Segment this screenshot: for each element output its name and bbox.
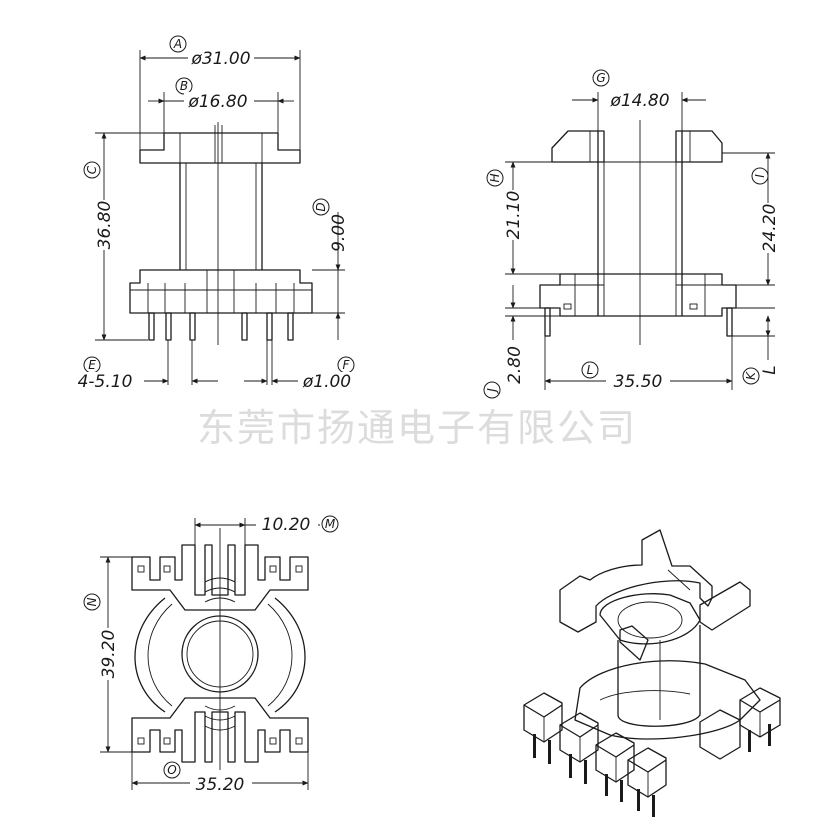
dim-tag-i: I bbox=[753, 174, 767, 178]
front-view: A ø31.00 B ø16.80 36.80 C 9.00 D bbox=[70, 35, 356, 392]
dim-tag-c: C bbox=[85, 165, 99, 174]
dim-tag-o: O bbox=[167, 763, 176, 777]
dim-tag-k: K bbox=[744, 371, 758, 380]
dim-tag-l: L bbox=[587, 363, 594, 377]
dim-c-value: 36.80 bbox=[95, 201, 115, 250]
dim-f-value: ø1.00 bbox=[302, 372, 351, 392]
watermark-text: 东莞市扬通电子有限公司 bbox=[197, 406, 637, 450]
dim-e-value: 4-5.10 bbox=[78, 372, 133, 392]
dim-tag-a: A bbox=[173, 37, 182, 51]
dim-m-value: 10.20 bbox=[262, 515, 311, 535]
dim-tag-j: J bbox=[485, 388, 499, 394]
dim-n-value: 39.20 bbox=[99, 630, 119, 679]
dim-j-value: 2.80 bbox=[505, 346, 525, 384]
top-view: 10.20 M 39.20 N O 35.20 bbox=[83, 515, 339, 795]
dim-a-value: ø31.00 bbox=[190, 49, 250, 69]
dim-tag-e: E bbox=[88, 358, 96, 372]
side-view: G ø14.80 21.10 H 24.20 I 2.80 J K L bbox=[483, 69, 780, 399]
dim-tag-h: H bbox=[488, 173, 502, 182]
dim-h-value: 21.10 bbox=[504, 191, 524, 240]
dim-tag-d: D bbox=[314, 202, 328, 211]
dim-o-value: 35.20 bbox=[196, 775, 245, 795]
isometric-view bbox=[523, 529, 781, 817]
dim-tag-n: N bbox=[85, 597, 99, 606]
dim-l-side-label: L bbox=[760, 365, 780, 374]
dim-tag-g: G bbox=[596, 71, 605, 85]
dim-tag-m: M bbox=[325, 517, 336, 531]
dim-g-value: ø14.80 bbox=[609, 91, 669, 111]
dim-tag-f: F bbox=[343, 358, 351, 372]
dim-b-value: ø16.80 bbox=[187, 92, 247, 112]
dim-l-value: 35.50 bbox=[614, 372, 663, 392]
dim-i-value: 24.20 bbox=[760, 204, 780, 253]
dim-d-value: 9.00 bbox=[329, 214, 349, 252]
dim-tag-b: B bbox=[180, 79, 188, 93]
